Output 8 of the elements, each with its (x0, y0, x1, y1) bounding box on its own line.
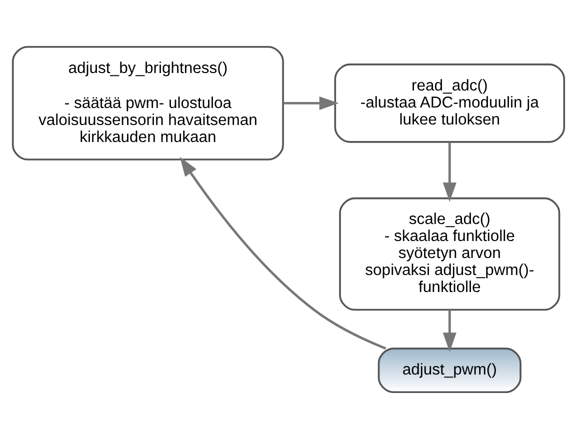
arrow (180, 156, 386, 350)
arrow (442, 142, 456, 202)
node-box: scale_adc() - skaalaa funktiolle syötetyn arvon sopivaksi adjust_pwm()- funktiolle (339, 197, 560, 311)
arrow (442, 310, 456, 352)
arrow (283, 96, 339, 110)
node-box: adjust_pwm() (378, 348, 522, 394)
node-box: read_adc() -alustaa ADC-moduulin ja lukee tuloksen (334, 64, 566, 143)
node-box: adjust_by_brightness() - säätää pwm- ulostuloa valoisuussensorin havaitseman kirkkauden mukaan (12, 46, 284, 160)
